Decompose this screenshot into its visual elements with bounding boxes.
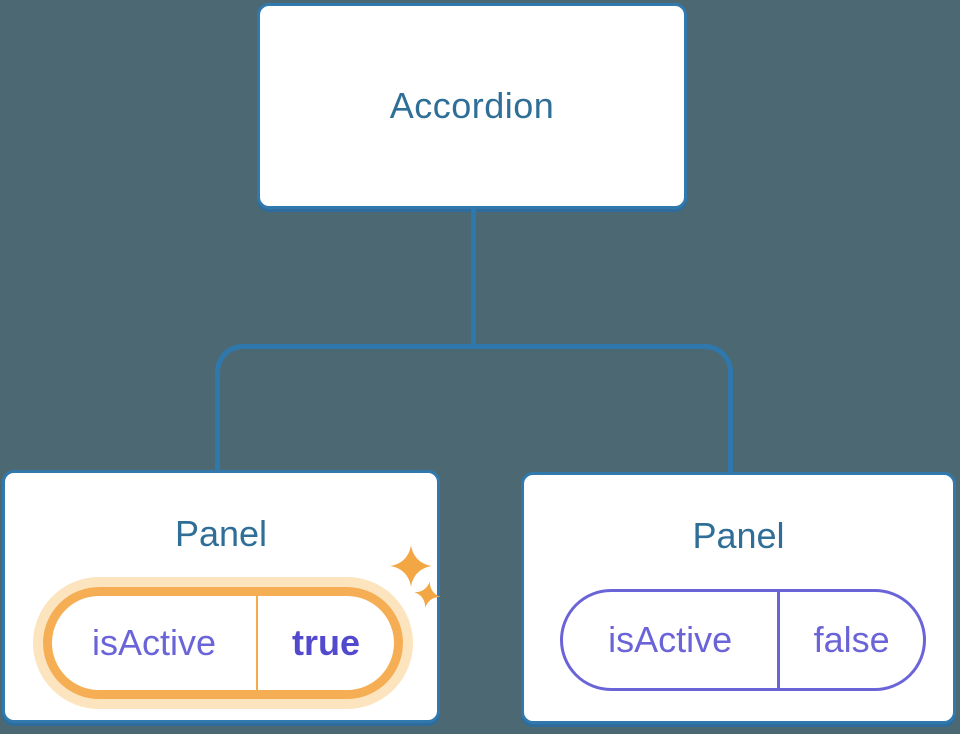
prop-pill-inactive: isActive false bbox=[560, 589, 926, 691]
panel-title: Panel bbox=[174, 513, 268, 554]
prop-value: true bbox=[291, 622, 360, 663]
pill-divider bbox=[777, 592, 781, 688]
accordion-node-label: Accordion bbox=[389, 85, 555, 126]
prop-pill-active: isActive true bbox=[33, 577, 413, 709]
sparkle-small-icon bbox=[412, 579, 443, 610]
prop-pill-active-ring: isActive true bbox=[43, 587, 403, 699]
prop-name: isActive bbox=[91, 622, 217, 663]
connector-branch bbox=[215, 344, 733, 472]
panel-node-active: Panel isActive true bbox=[2, 470, 443, 723]
panel-node-inactive: Panel isActive false bbox=[521, 472, 956, 724]
sparkle-large-icon bbox=[390, 545, 432, 587]
panel-title: Panel bbox=[692, 515, 785, 556]
prop-value: false bbox=[813, 619, 890, 660]
pill-divider bbox=[256, 596, 258, 690]
prop-name: isActive bbox=[608, 619, 733, 660]
connector-stem bbox=[471, 209, 476, 349]
accordion-node: Accordion bbox=[257, 3, 687, 209]
